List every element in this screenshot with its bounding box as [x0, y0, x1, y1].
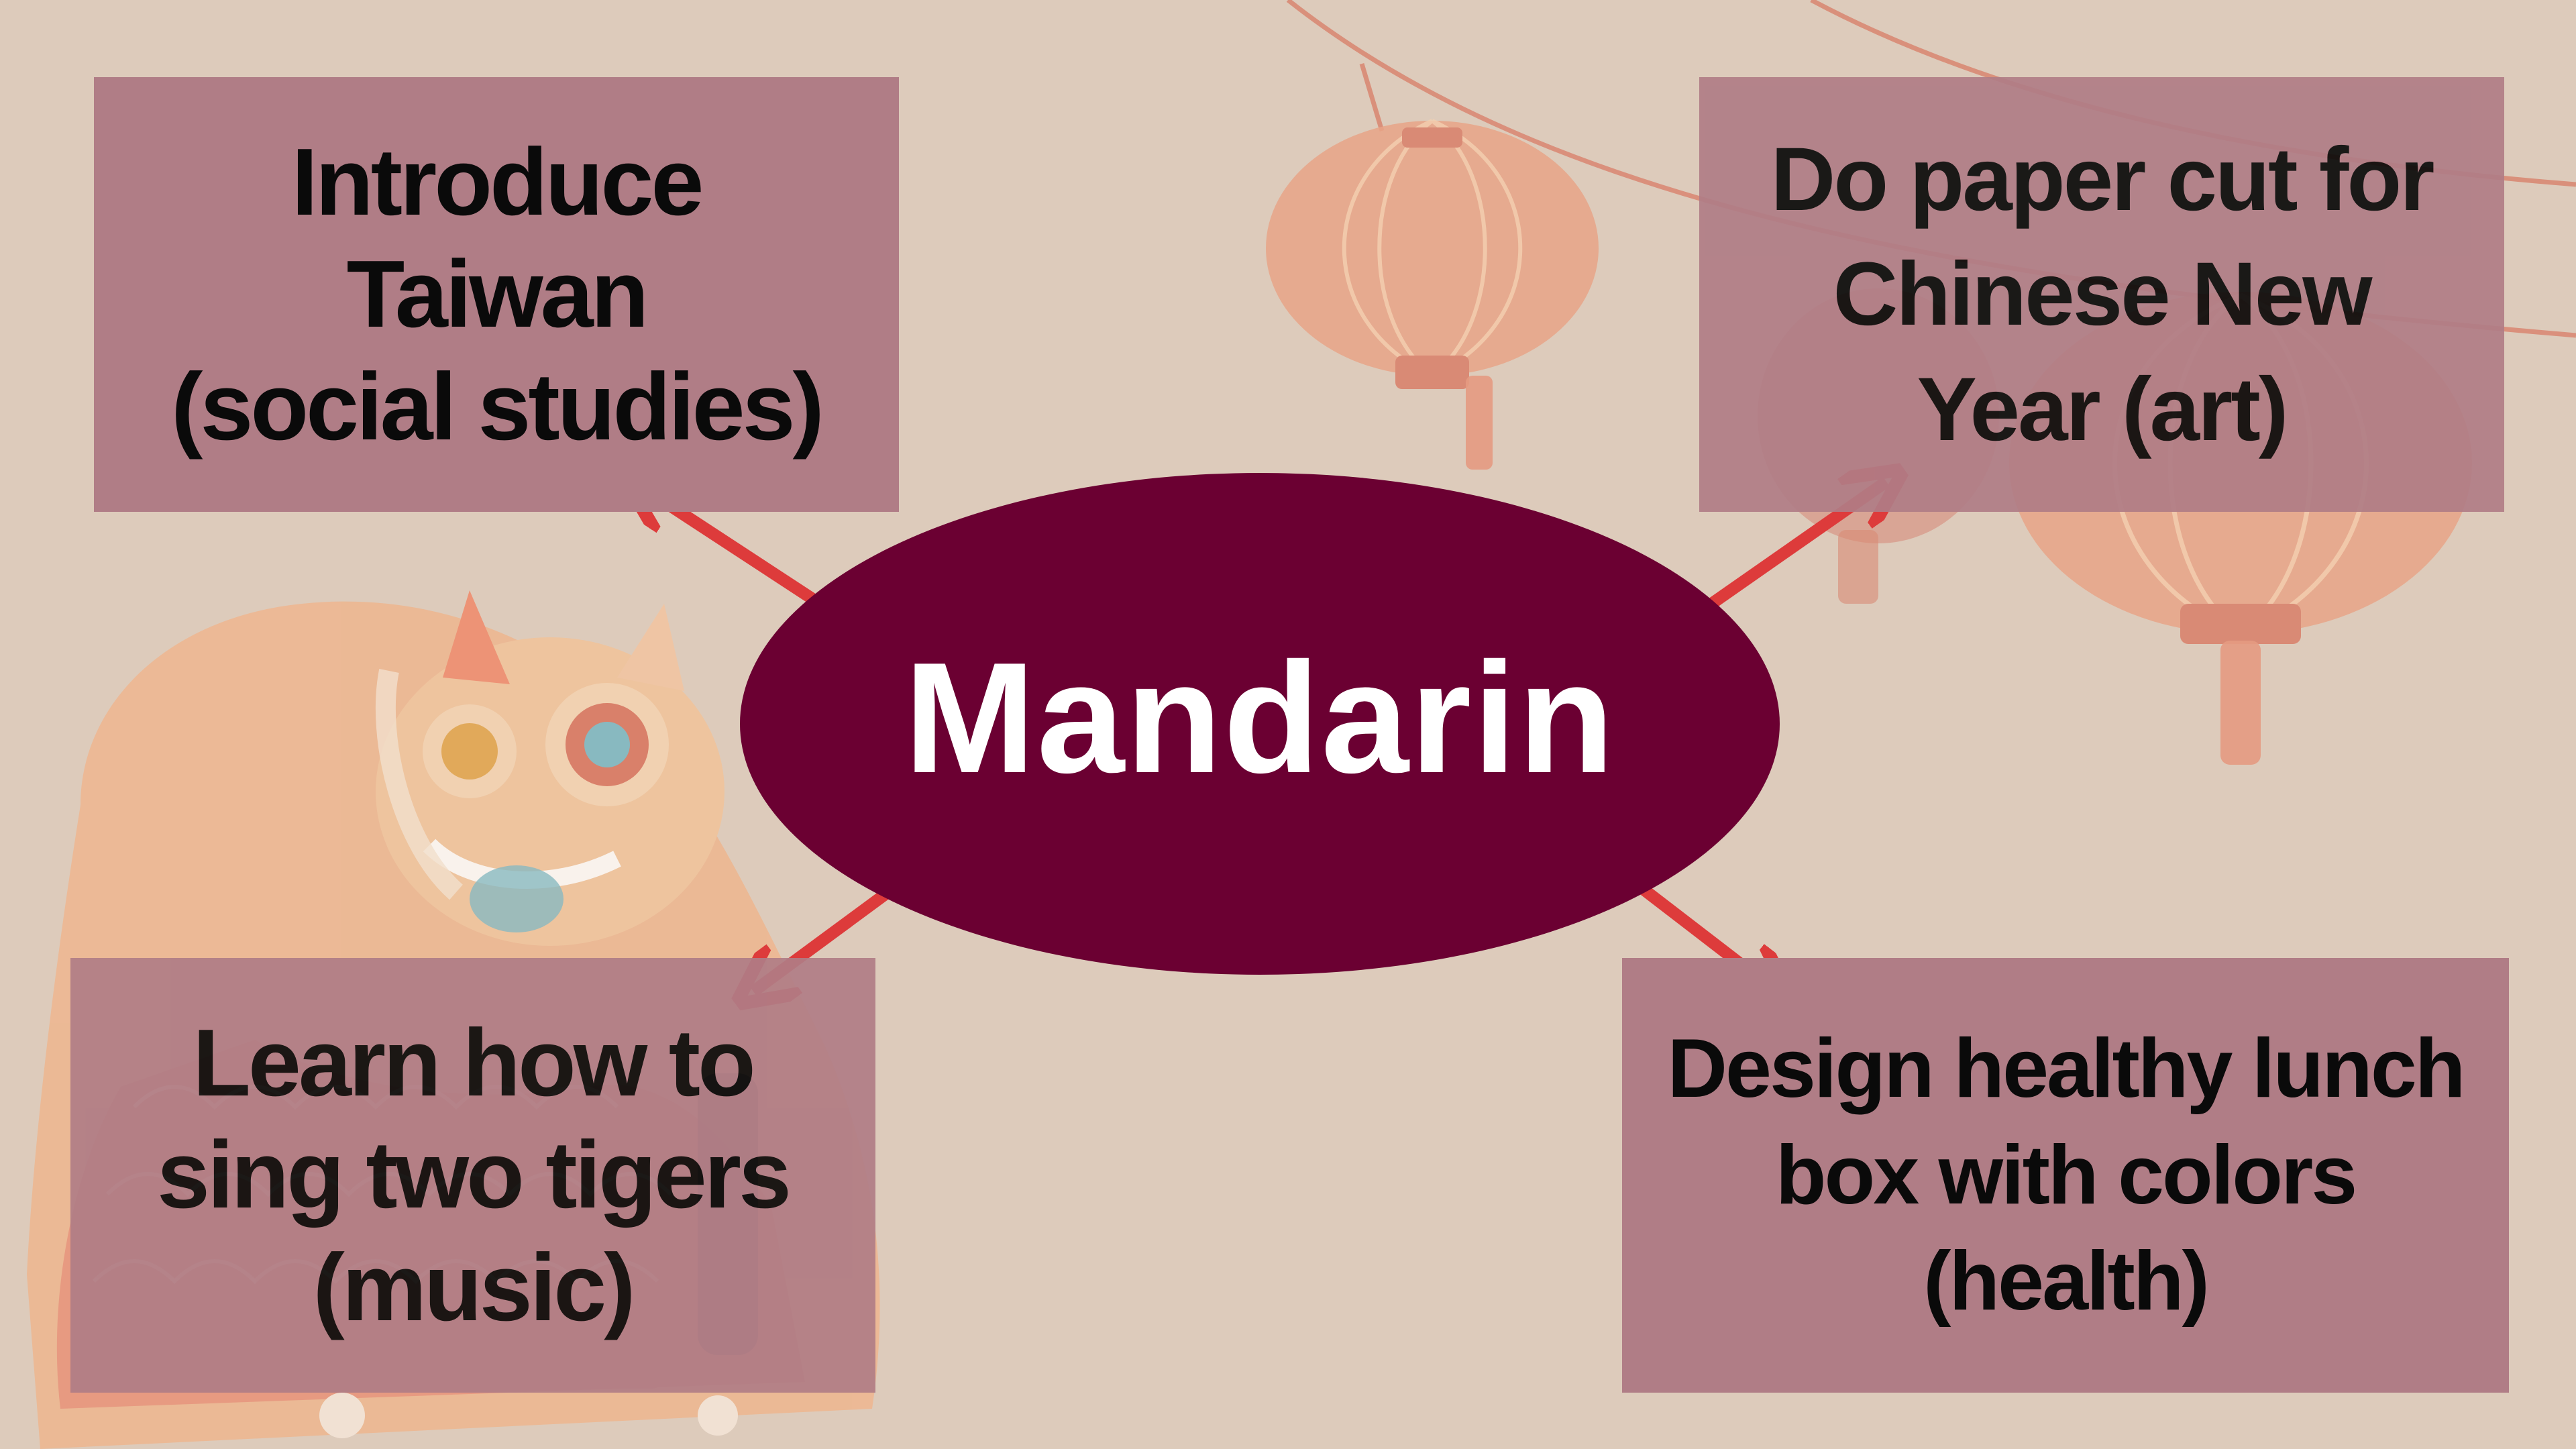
topic-line: Do paper cut for [1771, 122, 2433, 237]
topic-line: sing two tigers [157, 1119, 789, 1232]
topic-line: Chinese New [1771, 237, 2433, 352]
topic-line: box with colors [1667, 1122, 2463, 1229]
topic-line: Year (art) [1771, 352, 2433, 468]
center-topic-ellipse: Mandarin [740, 473, 1780, 975]
topic-box-health: Design healthy lunch box with colors (he… [1622, 958, 2509, 1393]
topic-line: Taiwan [171, 238, 822, 351]
topic-box-music: Learn how to sing two tigers (music) [70, 958, 875, 1393]
topic-line: (health) [1667, 1228, 2463, 1335]
topic-box-art: Do paper cut for Chinese New Year (art) [1699, 77, 2504, 512]
center-topic-label: Mandarin [904, 627, 1616, 808]
topic-line: Design healthy lunch [1667, 1016, 2463, 1122]
topic-line: (social studies) [171, 351, 822, 464]
topic-line: Learn how to [157, 1007, 789, 1120]
topic-box-social-studies: Introduce Taiwan (social studies) [94, 77, 899, 512]
topic-line: Introduce [171, 126, 822, 239]
topic-line: (music) [157, 1232, 789, 1344]
